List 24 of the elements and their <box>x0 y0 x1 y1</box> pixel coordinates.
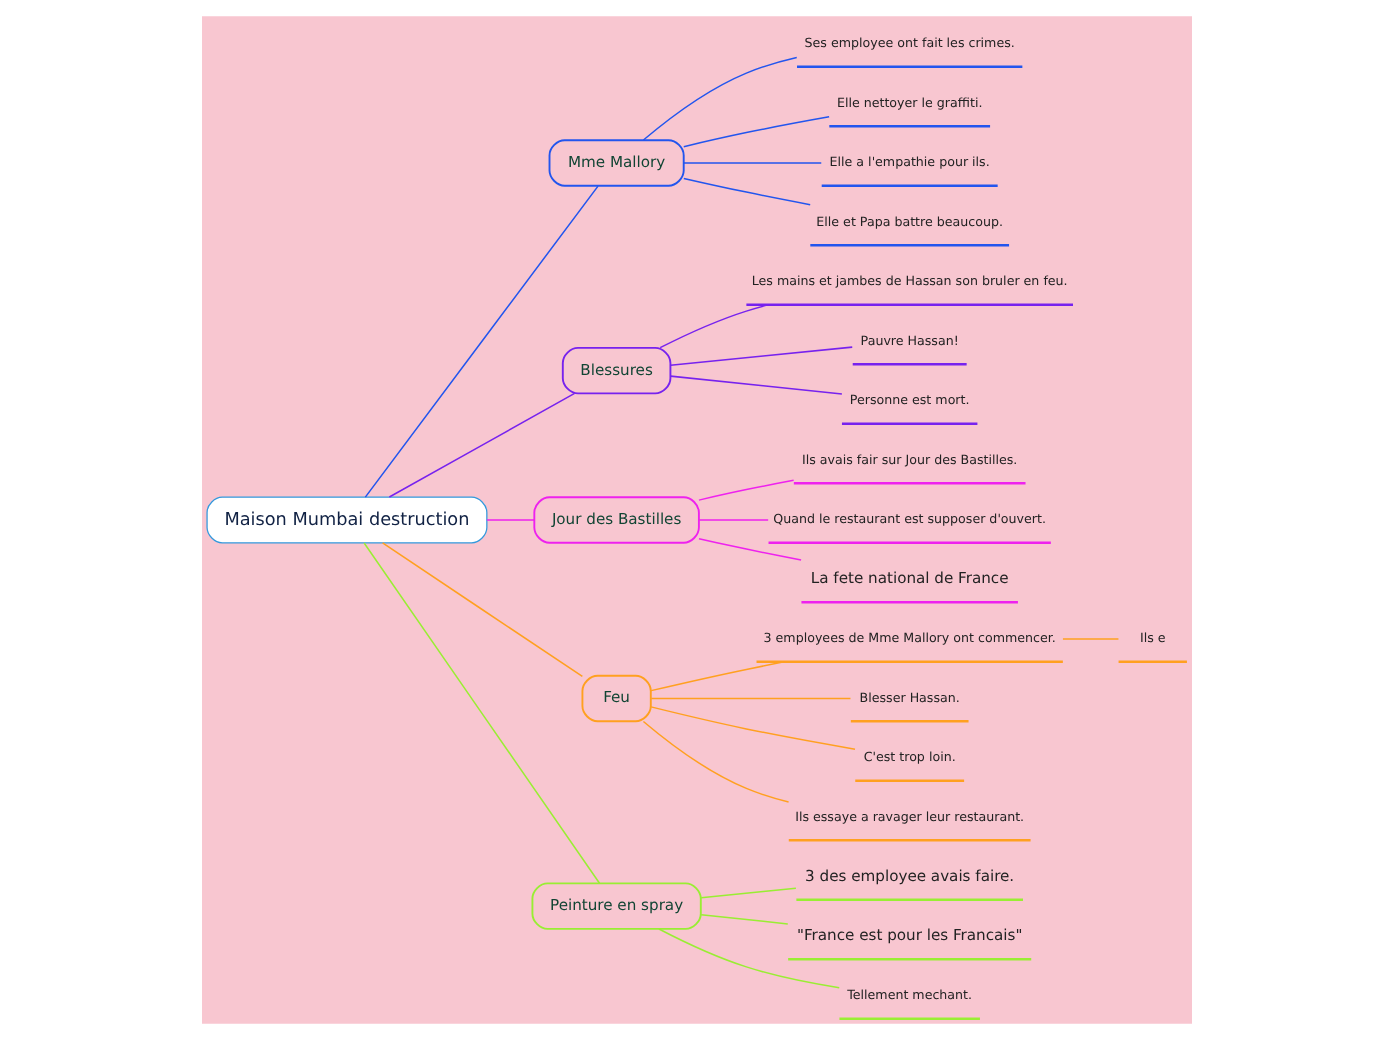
node-box: Maison Mumbai destruction <box>205 496 487 544</box>
connector <box>387 392 575 498</box>
connector <box>641 56 797 141</box>
connector <box>649 706 855 750</box>
connector <box>641 720 789 803</box>
connector <box>682 162 821 164</box>
connector <box>380 542 583 678</box>
connector <box>697 538 801 561</box>
connector <box>362 542 600 884</box>
connector <box>485 519 534 521</box>
connector <box>658 304 768 349</box>
connector <box>699 914 788 925</box>
connector <box>699 887 796 899</box>
connector <box>697 519 768 521</box>
connector <box>649 661 784 692</box>
connector <box>668 346 852 367</box>
connector <box>668 375 842 395</box>
connector <box>657 928 839 989</box>
connector <box>363 185 598 498</box>
connector <box>697 479 794 501</box>
connector <box>682 177 810 206</box>
connector <box>1061 638 1119 640</box>
connector <box>682 116 829 148</box>
connector <box>649 697 851 700</box>
